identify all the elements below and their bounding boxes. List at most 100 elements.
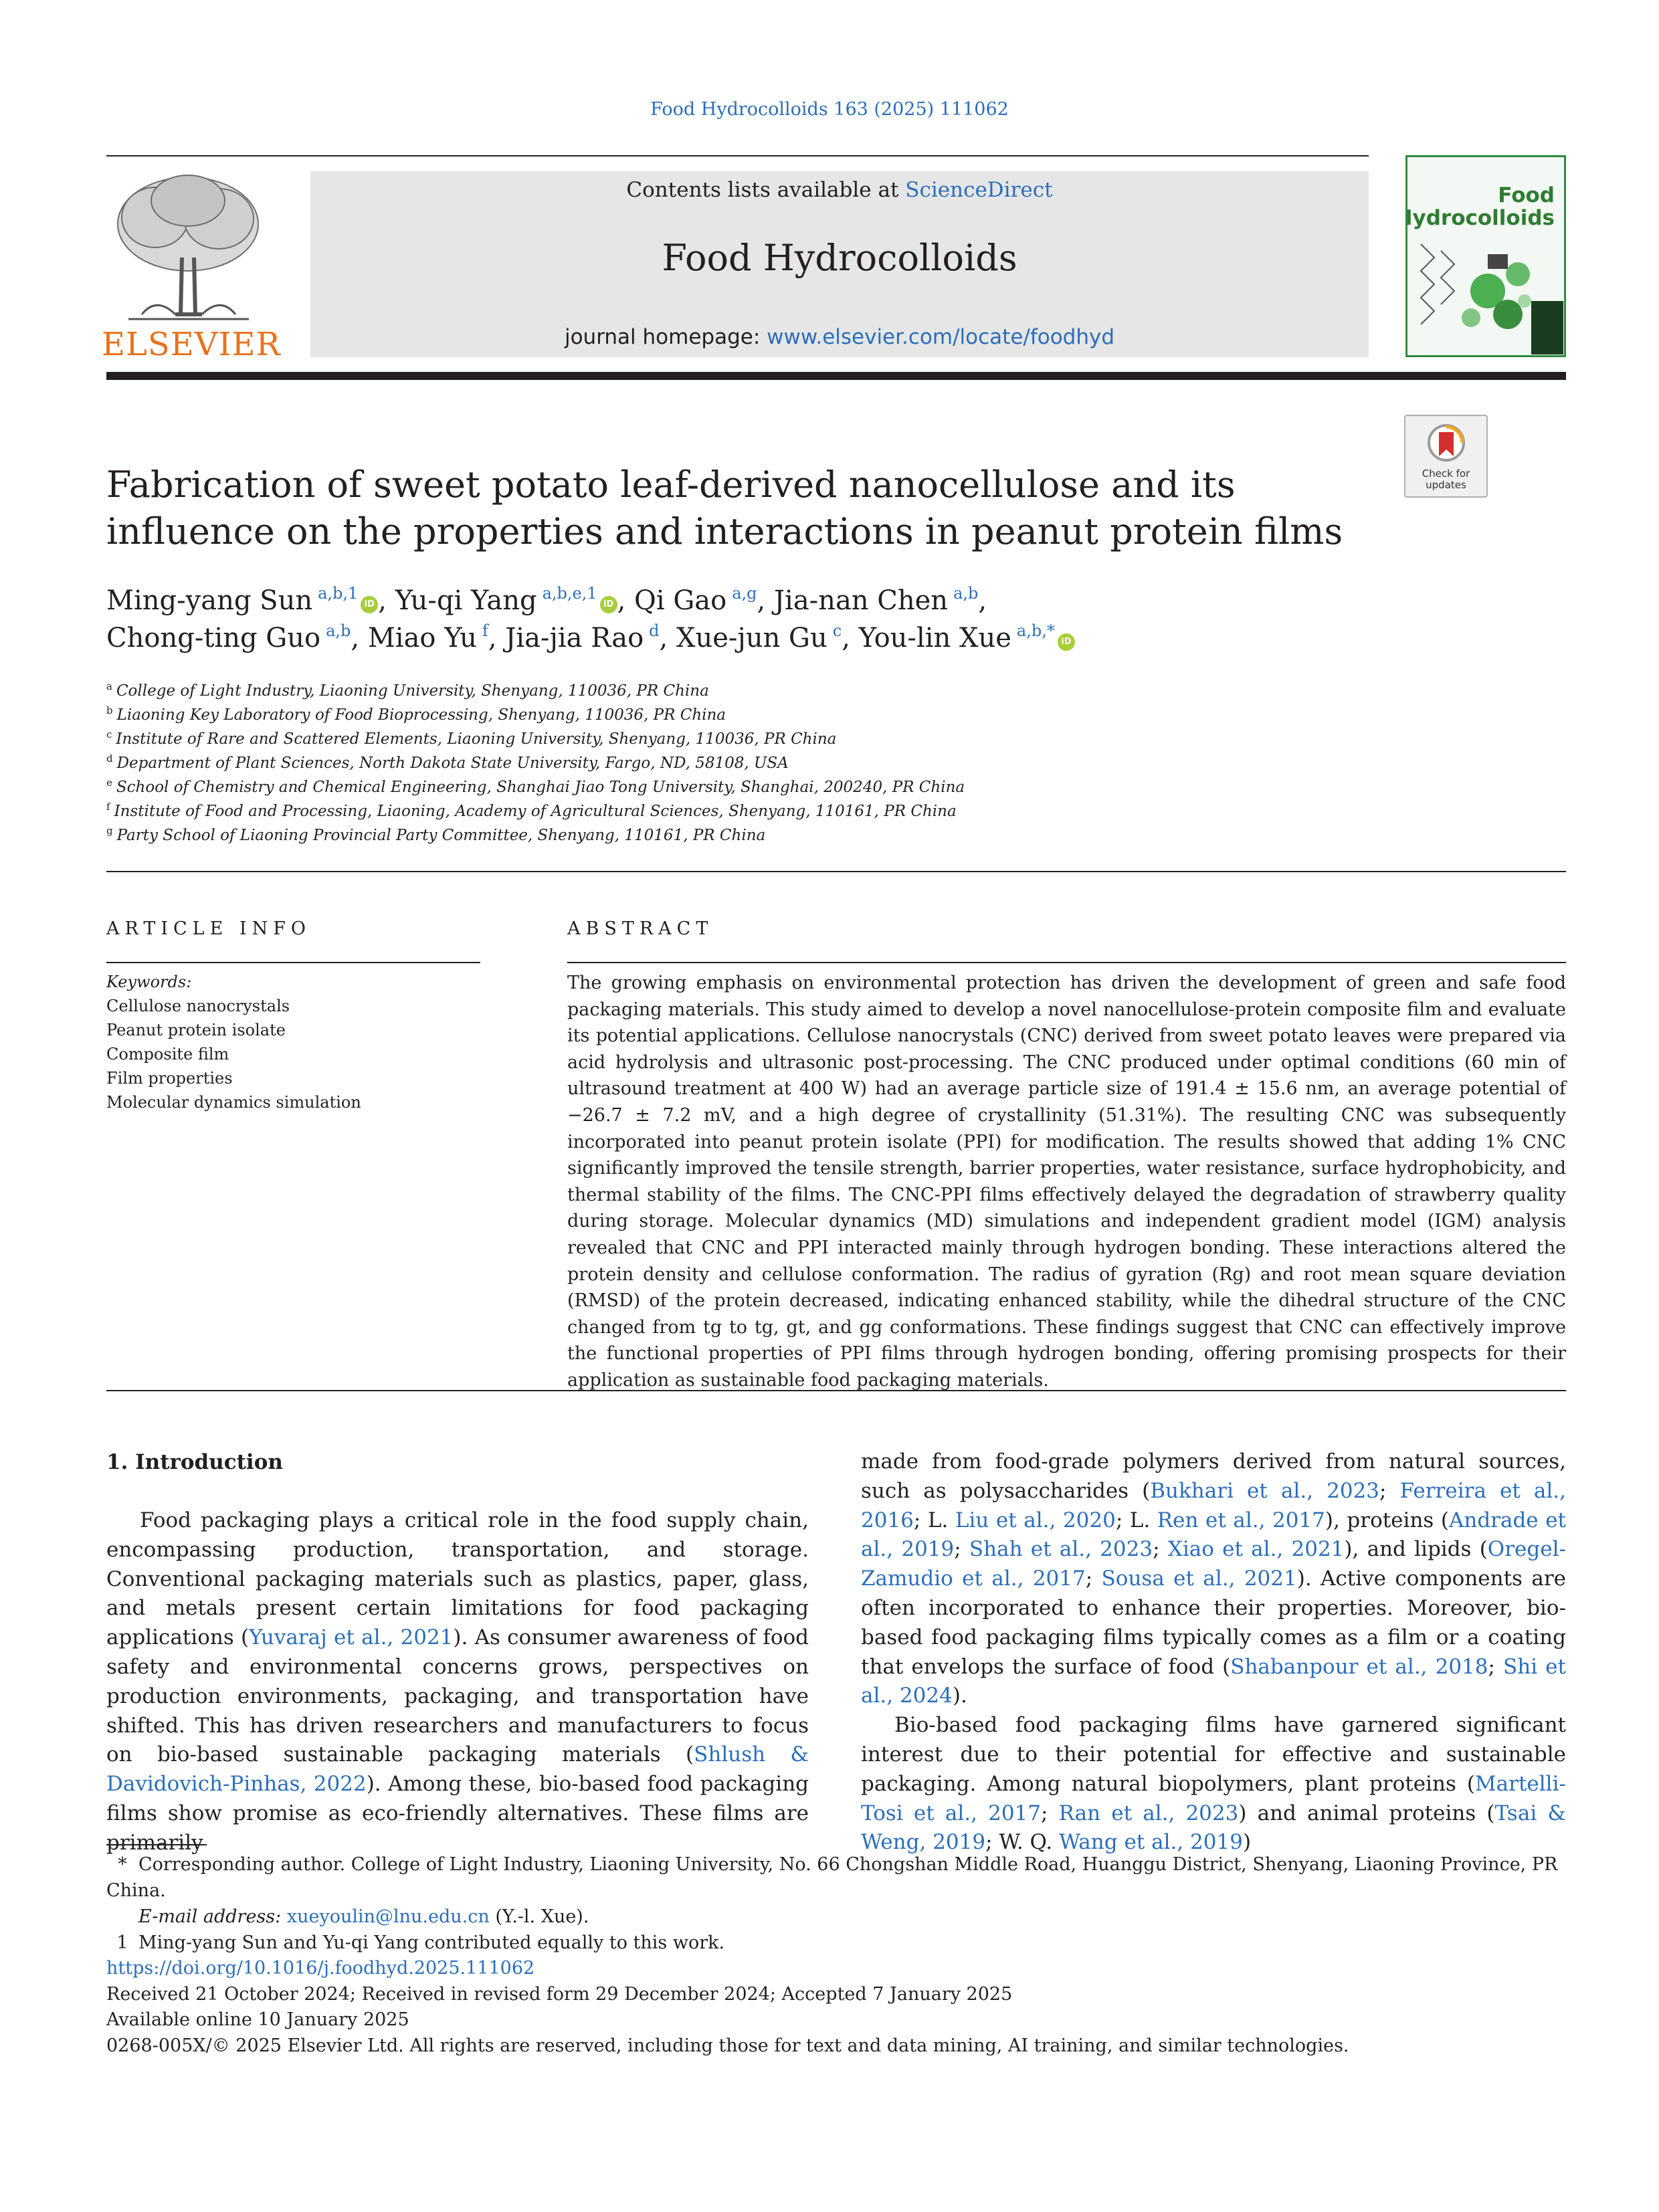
sciencedirect-link[interactable]: ScienceDirect <box>905 178 1053 202</box>
intro-paragraph-left: Food packaging plays a critical role in … <box>106 1506 809 1858</box>
author-affiliation-marks[interactable]: a,b,e,1 <box>542 584 597 603</box>
author-separator: , <box>978 585 987 616</box>
affiliation-text: Institute of Food and Processing, Liaoni… <box>114 803 957 820</box>
citation-link[interactable]: Ferreira et al., 2016 <box>861 1478 1566 1532</box>
orcid-icon[interactable]: iD <box>361 596 379 613</box>
orcid-icon[interactable]: iD <box>1057 633 1075 651</box>
text-run: ). Active components are often incorpora… <box>861 1567 1566 1679</box>
equal-contribution-text: Ming-yang Sun and Yu-qi Yang contributed… <box>138 1932 725 1953</box>
text-run: ; <box>1379 1478 1400 1503</box>
citation-link[interactable]: Andrade et al., 2019 <box>861 1508 1567 1562</box>
citation-link[interactable]: Wang et al., 2019 <box>1059 1830 1243 1855</box>
author[interactable]: Ming-yang Sun a,b,1iD <box>106 584 379 616</box>
citation-link[interactable]: Shi et al., 2024 <box>861 1654 1566 1708</box>
citation-link[interactable]: Tsai & Weng, 2019 <box>861 1801 1566 1855</box>
email-link[interactable]: xueyoulin@lnu.edu.cn <box>286 1906 490 1927</box>
affiliation-text: College of Light Industry, Liaoning Univ… <box>116 682 709 700</box>
copyright: 0268-005X/© 2025 Elsevier Ltd. All right… <box>106 2035 1349 2056</box>
abstract-bottom-rule <box>106 1390 1566 1391</box>
citation-link[interactable]: Liu et al., 2020 <box>955 1508 1116 1532</box>
author-affiliation-marks[interactable]: a,g <box>732 584 757 603</box>
citation-link[interactable]: Ran et al., 2023 <box>1058 1801 1239 1825</box>
author-name[interactable]: Chong-ting Guo <box>106 623 321 653</box>
citation-link[interactable]: Shah et al., 2023 <box>969 1537 1153 1562</box>
author[interactable]: You-lin Xue a,b,*iD <box>859 623 1075 653</box>
author[interactable]: Xue-jun Gu c <box>676 623 842 653</box>
citation-link[interactable]: Shlush & Davidovich-Pinhas, 2022 <box>106 1742 809 1797</box>
author[interactable]: Qi Gao a,g <box>634 585 757 616</box>
author[interactable]: Jia-jia Rao d <box>505 623 659 653</box>
journal-homepage-link[interactable]: www.elsevier.com/locate/foodhyd <box>767 325 1115 349</box>
journal-title: Food Hydrocolloids <box>662 237 1017 279</box>
elsevier-logo[interactable]: ELSEVIER <box>102 171 281 363</box>
author-affiliation-marks[interactable]: a,b <box>326 621 351 640</box>
orcid-icon[interactable]: iD <box>599 596 617 613</box>
affiliation-mark: e <box>106 777 112 789</box>
author-separator: , <box>757 585 774 616</box>
author-affiliation-marks[interactable]: a,b,1 <box>318 584 359 603</box>
author-separator: , <box>351 623 368 653</box>
affiliation-mark: g <box>106 825 113 837</box>
author-affiliation-marks[interactable]: f <box>482 621 488 640</box>
author-name[interactable]: Ming-yang Sun <box>106 585 313 616</box>
author-name[interactable]: Xue-jun Gu <box>676 623 827 653</box>
author-name[interactable]: Jia-nan Chen <box>773 585 949 616</box>
author-list: Ming-yang Sun a,b,1iD, Yu-qi Yang a,b,e,… <box>106 582 1444 657</box>
citation-link[interactable]: Ren et al., 2017 <box>1157 1508 1325 1532</box>
text-run: ; <box>954 1537 969 1562</box>
author-name[interactable]: Miao Yu <box>367 623 477 653</box>
citation-link[interactable]: Yuvaraj et al., 2021 <box>249 1625 454 1650</box>
citation-link[interactable]: Xiao et al., 2021 <box>1167 1537 1345 1562</box>
author-affiliation-marks[interactable]: a,b <box>953 584 979 603</box>
journal-reference[interactable]: Food Hydrocolloids 163 (2025) 111062 <box>650 99 1009 120</box>
affiliation-mark: b <box>106 704 113 716</box>
author-affiliation-marks[interactable]: c <box>832 621 842 640</box>
contents-line: Contents lists available at ScienceDirec… <box>310 178 1369 202</box>
text-run: ). Among these, bio-based food packaging… <box>106 1772 809 1855</box>
introduction-heading: 1. Introduction <box>106 1450 283 1474</box>
author-name[interactable]: Qi Gao <box>634 585 727 616</box>
author-separator: , <box>488 623 506 653</box>
abstract-text: The growing emphasis on environmental pr… <box>567 973 1566 1391</box>
author-name[interactable]: Yu-qi Yang <box>395 585 537 616</box>
affiliation-text: School of Chemistry and Chemical Enginee… <box>116 779 965 796</box>
citation-link[interactable]: Oregel-Zamudio et al., 2017 <box>861 1537 1566 1591</box>
author[interactable]: Yu-qi Yang a,b,e,1iD <box>395 585 617 616</box>
author[interactable]: Jia-nan Chen a,b <box>774 585 978 616</box>
affiliation-text: Party School of Liaoning Provincial Part… <box>116 827 766 844</box>
abstract-heading: ABSTRACT <box>567 918 714 939</box>
doi-link[interactable]: https://doi.org/10.1016/j.foodhyd.2025.1… <box>106 1958 535 1979</box>
available-online: Available online 10 January 2025 <box>106 2009 409 2030</box>
author-name[interactable]: Jia-jia Rao <box>505 623 644 653</box>
affiliation-mark: d <box>106 752 113 765</box>
article-info-rule <box>106 962 480 963</box>
text-run: ; <box>1488 1654 1503 1679</box>
citation-link[interactable]: Sousa et al., 2021 <box>1101 1567 1297 1591</box>
email-suffix: (Y.-l. Xue). <box>489 1906 589 1927</box>
author-name[interactable]: You-lin Xue <box>858 623 1011 653</box>
corresponding-author-note: *Corresponding author. College of Light … <box>106 1851 1566 1904</box>
author[interactable]: Chong-ting Guo a,b <box>106 623 351 653</box>
citation-link[interactable]: Bukhari et al., 2023 <box>1150 1478 1380 1503</box>
affiliation-text: Department of Plant Sciences, North Dako… <box>116 755 789 772</box>
text-run: ). <box>952 1684 967 1708</box>
homepage-prefix: journal homepage: <box>564 325 767 349</box>
affiliation-text: Institute of Rare and Scattered Elements… <box>116 730 837 748</box>
citation-link[interactable]: Shabanpour et al., 2018 <box>1230 1654 1488 1679</box>
check-updates-line2: updates <box>1426 479 1466 491</box>
intro-paragraph-right-2: Bio-based food packaging films have garn… <box>861 1711 1566 1857</box>
citation-link[interactable]: Martelli-Tosi et al., 2017 <box>861 1771 1566 1825</box>
keyword-item: Film properties <box>106 1069 233 1088</box>
email-note: E-mail address: xueyoulin@lnu.edu.cn (Y.… <box>106 1904 1566 1930</box>
elsevier-wordmark: ELSEVIER <box>102 326 281 363</box>
cover-molecule-icon <box>1420 243 1563 355</box>
author[interactable]: Miao Yu f <box>368 623 488 653</box>
author-affiliation-marks[interactable]: a,b,* <box>1016 621 1055 640</box>
author-affiliation-marks[interactable]: d <box>649 621 660 640</box>
elsevier-tree-icon <box>117 175 259 320</box>
